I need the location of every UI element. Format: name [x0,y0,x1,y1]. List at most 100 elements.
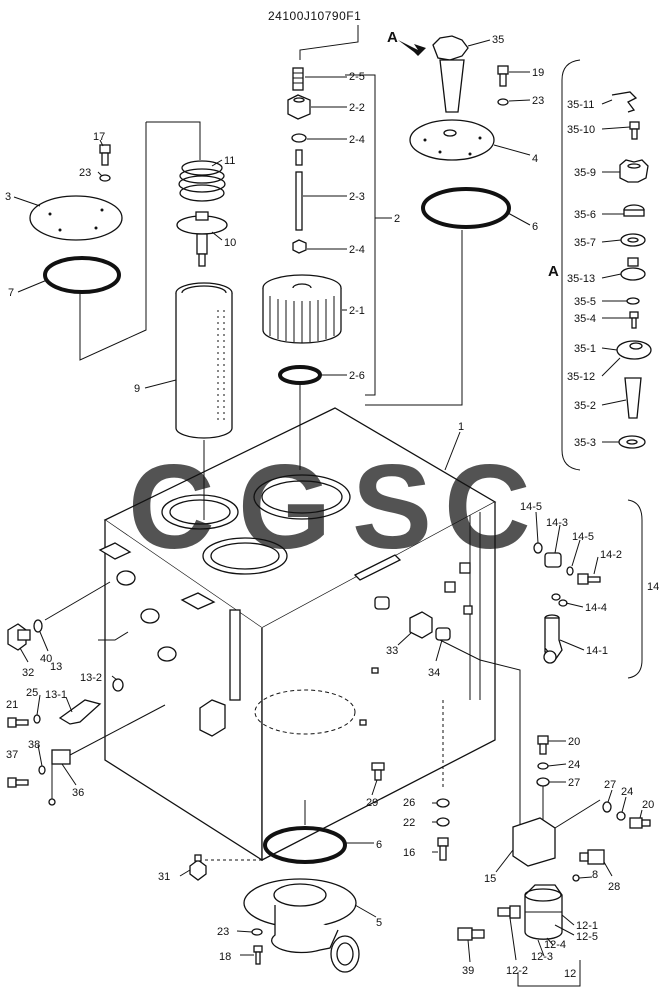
label-2: 2 [394,213,400,225]
label-7: 7 [8,287,14,299]
bolt-14-2 [577,573,601,585]
label-8: 8 [592,869,598,881]
label-22: 22 [403,817,415,829]
o-ring-6b [263,826,347,864]
label-16: 16 [403,847,415,859]
rod-2-3 [295,149,303,231]
block-14-3 [544,552,562,568]
label-2-6: 2-6 [349,370,365,382]
screw-35-10 [629,121,640,140]
o-ring-14-4b [558,599,568,607]
label-2-5: 2-5 [349,71,365,83]
gear-35-6 [623,204,645,217]
label-14-1: 14-1 [586,645,608,657]
label-18: 18 [219,951,231,963]
label-12-3: 12-3 [531,951,553,963]
label-40: 40 [40,653,52,665]
bolt-17 [99,144,111,166]
label-39: 39 [462,965,474,977]
label-14-2: 14-2 [600,549,622,561]
o-ring-6a [421,187,511,229]
callout-labels: 17 23 3 7 11 10 9 2-5 2-2 2-4 2-3 2 2-4 … [5,34,659,980]
label-35-10: 35-10 [567,124,595,136]
watermark-letter-g: G [238,440,331,574]
label-23a: 23 [79,167,91,179]
label-23c: 23 [217,926,229,938]
assembly-2-bracket [299,25,392,396]
label-14-5b: 14-5 [572,531,594,543]
washer-35-3-hole [626,439,638,445]
label-29: 29 [366,797,378,809]
label-11: 11 [224,155,235,167]
watermark-letter-c1: C [128,440,215,574]
view-a-arrow [398,40,426,56]
label-35-13: 35-13 [567,273,595,285]
leader-6a-drop [365,230,463,406]
plug-31 [189,854,207,881]
adapter-35-13 [620,257,646,281]
leader-27b [554,799,601,829]
label-12-2: 12-2 [506,965,528,977]
leader-40 [44,581,111,621]
label-13-2: 13-2 [80,672,102,684]
label-13: 13 [50,661,62,673]
nut-2-2 [287,94,311,120]
bracket-12-group [517,960,581,987]
label-6b: 6 [376,839,382,851]
strainer-35-2 [624,377,642,419]
washer-23c [251,928,263,936]
o-ring-13-2 [112,678,124,692]
ring-35-5 [626,297,640,305]
label-24b: 24 [621,786,633,798]
watermark-logo: C G S C [128,440,531,574]
fitting-28 [579,849,605,865]
washer-26 [436,798,450,808]
washer-24a [537,762,549,770]
leader-36 [69,704,166,756]
washer-2-4a [291,133,307,143]
label-35-5: 35-5 [574,296,596,308]
washer-27b [602,801,612,813]
bracket-15 [512,817,556,867]
o-ring-14-5b [566,566,574,576]
label-27a: 27 [568,777,580,789]
label-12-5: 12-5 [576,931,598,943]
label-35-2: 35-2 [574,400,596,412]
leader-lines [13,39,643,963]
bolt-20b [629,817,651,829]
o-ring-8 [572,874,580,882]
valve-10 [176,211,228,267]
view-marker-a-top: A [387,29,398,46]
line-filter-12 [524,884,563,940]
leader-cover-group-lower [79,122,147,361]
washer-23a [99,174,111,182]
o-ring-40 [33,619,43,633]
o-ring-7 [43,256,121,294]
cap-35 [432,35,469,113]
hydraulic-tank-1 [98,407,497,862]
washer-23b [497,98,509,106]
label-15: 15 [484,873,496,885]
label-20b: 20 [642,799,654,811]
wrench-35-11 [611,91,638,113]
knob-35-9 [619,159,649,183]
label-35-11: 35-11 [567,99,594,111]
label-35-4: 35-4 [574,313,596,325]
washer-27a [536,777,550,787]
screw-35-4 [629,311,639,329]
cover-plate-3 [29,195,123,241]
view-marker-a-side: A [548,263,559,280]
leader-cover-group [146,121,201,160]
label-26: 26 [403,797,415,809]
sensor-36 [48,749,71,806]
label-37: 37 [6,749,18,761]
label-35-12: 35-12 [567,371,595,383]
suction-flange-5 [243,878,360,973]
label-14: 14 [647,581,659,593]
label-6a: 6 [532,221,538,233]
o-ring-14-5a [533,542,543,554]
cover-4 [409,119,495,161]
nut-2-4b [292,239,307,254]
label-14-4: 14-4 [585,602,607,614]
